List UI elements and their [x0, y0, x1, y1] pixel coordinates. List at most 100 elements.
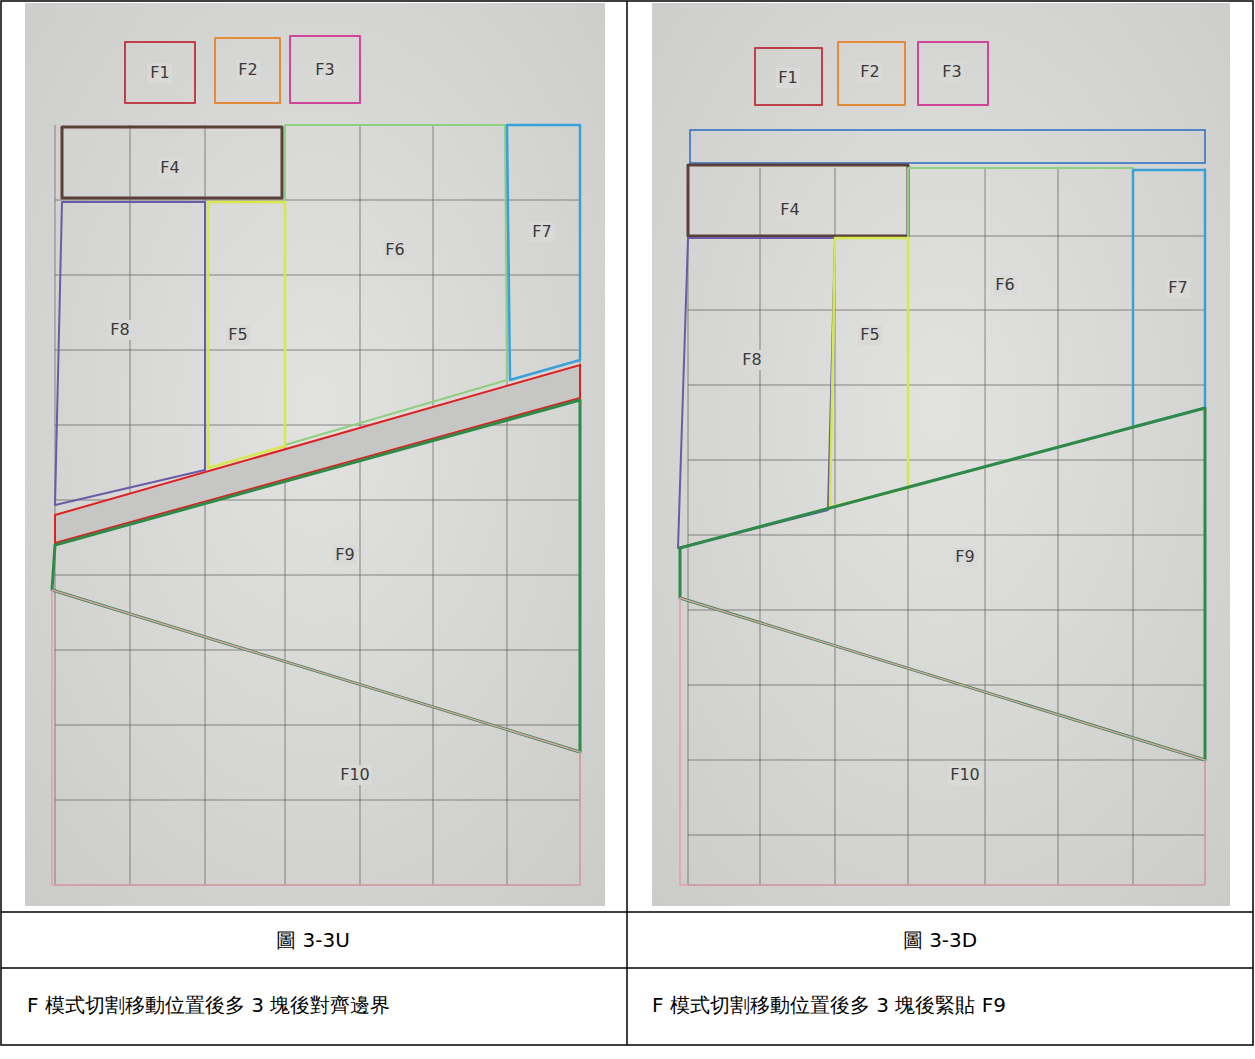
region-label: F3 [313, 60, 336, 79]
region-outline-path [688, 165, 908, 236]
table-caption: 圖 3-3U [276, 928, 350, 952]
label-holder: F7 [1166, 278, 1189, 297]
label-holder: F6 [383, 240, 406, 259]
label-holder: F5 [226, 325, 249, 344]
region-label: F9 [953, 547, 976, 566]
region-label: F8 [108, 320, 131, 339]
table-caption: F 模式切割移動位置後多 3 塊後對齊邊界 [27, 993, 390, 1017]
region-outline-path [55, 202, 205, 505]
region-shape: F8 [51, 198, 209, 509]
label-holder: F3 [313, 60, 336, 79]
region-outline-path [52, 400, 580, 752]
region-label: F2 [858, 62, 881, 81]
label-holder: F4 [158, 158, 181, 177]
region-label: F10 [948, 765, 982, 784]
region-outline-path [908, 168, 1133, 488]
region-outline [676, 404, 1209, 764]
grid-lines [55, 125, 580, 885]
region-shape: F9 [48, 396, 584, 756]
region-label: F10 [338, 765, 372, 784]
region-shape: F1 [751, 44, 826, 109]
label-holder: F4 [778, 200, 801, 219]
region-label: F7 [530, 222, 553, 241]
region-label: F3 [940, 62, 963, 81]
region-outline-path [680, 598, 1205, 885]
label-holder: F9 [953, 547, 976, 566]
label-holder: F2 [858, 62, 881, 81]
region-shape: F4 [684, 161, 912, 240]
label-holder: F10 [948, 765, 982, 784]
region-shape: F7 [503, 121, 584, 384]
region-outline-path [62, 127, 282, 198]
region-shape: F10 [48, 586, 584, 889]
label-holder: F5 [858, 325, 881, 344]
region-outline [48, 586, 584, 889]
region-shape: F4 [58, 123, 286, 202]
region-outline [676, 594, 1209, 889]
photo-paper [25, 3, 605, 906]
moved-strip [55, 365, 580, 543]
region-outline-path [838, 42, 905, 105]
table-caption: 圖 3-3D [903, 928, 977, 952]
region-label: F5 [226, 325, 249, 344]
label-holder: F10 [338, 765, 372, 784]
label-holder: F6 [993, 275, 1016, 294]
region-outline-path [1133, 170, 1205, 427]
region-label: F5 [858, 325, 881, 344]
region-shape: F1 [121, 38, 199, 107]
region-shape: F2 [834, 38, 909, 109]
label-holder: F1 [776, 68, 799, 87]
label-holder: F8 [108, 320, 131, 339]
label-holder: F7 [530, 222, 553, 241]
region-shape: F7 [1129, 166, 1209, 431]
region-shape: F5 [826, 234, 912, 511]
region-outline [503, 121, 584, 384]
label-holder: F1 [148, 63, 171, 82]
region-label: F1 [148, 63, 171, 82]
region-label: F7 [1166, 278, 1189, 297]
region-shape: F3 [286, 32, 364, 107]
region-outline [674, 234, 839, 552]
table-caption: F 模式切割移動位置後多 3 塊後緊貼 F9 [652, 993, 1006, 1017]
region-shape: F6 [281, 121, 511, 449]
region-label: F2 [236, 60, 259, 79]
label-holder: F8 [740, 350, 763, 369]
label-holder: F3 [940, 62, 963, 81]
region-outline-path [680, 408, 1205, 760]
moved-strip [690, 130, 1205, 163]
region-outline-path [507, 125, 580, 380]
region-outline [1129, 166, 1209, 431]
region-label: F4 [158, 158, 181, 177]
region-outline [904, 164, 1137, 492]
region-shape: F2 [211, 34, 284, 107]
region-outline-path [125, 42, 195, 103]
region-shape: F6 [904, 164, 1137, 492]
region-outline [826, 234, 912, 511]
region-outline-path [52, 590, 580, 885]
caption-holder: 圖 3-3U [276, 928, 350, 952]
region-shape: F9 [676, 404, 1209, 764]
region-label: F9 [333, 545, 356, 564]
photo-paper [652, 3, 1230, 906]
label-holder: F2 [236, 60, 259, 79]
region-outline-path [918, 42, 988, 105]
region-label: F8 [740, 350, 763, 369]
region-label: F6 [993, 275, 1016, 294]
region-outline [281, 121, 511, 449]
region-shape: F8 [674, 234, 839, 552]
region-shape: F10 [676, 594, 1209, 889]
region-outline-path [678, 238, 835, 548]
region-shape: F3 [914, 38, 992, 109]
region-outline-path [285, 125, 507, 445]
caption-holder: 圖 3-3D [903, 928, 977, 952]
region-outline-path [215, 38, 280, 103]
region-outline-path [290, 36, 360, 103]
region-outline [51, 198, 209, 509]
region-outline-path [755, 48, 822, 105]
region-shape: F5 [204, 198, 289, 472]
caption-holder: F 模式切割移動位置後多 3 塊後緊貼 F9 [652, 993, 1006, 1017]
region-label: F4 [778, 200, 801, 219]
label-holder: F9 [333, 545, 356, 564]
